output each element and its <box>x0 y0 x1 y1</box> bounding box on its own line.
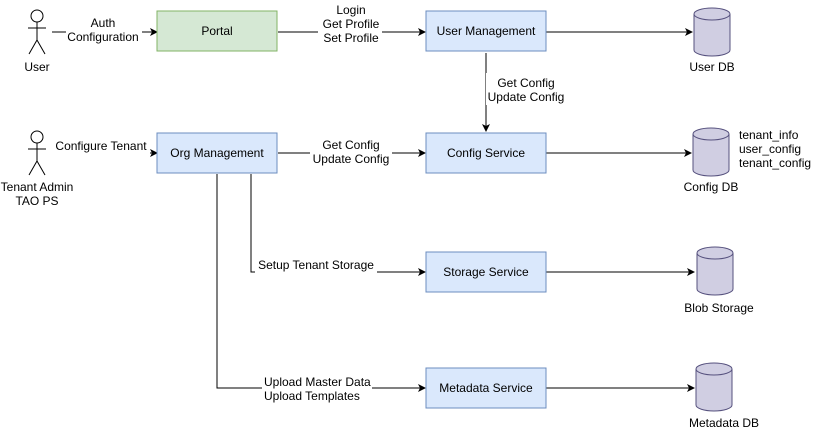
portal-node: Portal <box>156 10 278 52</box>
config-db-node: Config DB tenant_info user_config tenant… <box>684 127 811 194</box>
metadata-db-label: Metadata DB <box>689 416 759 430</box>
user-management-node: User Management <box>425 10 547 52</box>
storage-service-label: Storage Service <box>443 265 529 279</box>
edge-label-org-metadata-0: Upload Master Data <box>264 375 371 389</box>
config-db-table-user-config: user_config <box>739 142 801 156</box>
portal-label: Portal <box>201 24 232 38</box>
config-service-label: Config Service <box>447 146 525 160</box>
edge-label-portal-user-mgmt-0: Login <box>336 3 365 17</box>
database-icon <box>693 7 731 57</box>
user-actor-label: User <box>24 60 49 74</box>
user-management-label: User Management <box>437 24 536 38</box>
edge-label-user-mgmt-config-1: Update Config <box>488 90 565 104</box>
edge-label-user-mgmt-config-0: Get Config <box>497 76 554 90</box>
edge-label-org-metadata-1: Upload Templates <box>264 389 360 403</box>
metadata-service-label: Metadata Service <box>439 381 533 395</box>
config-db-table-tenant-config: tenant_config <box>739 156 811 170</box>
database-icon <box>695 362 733 412</box>
edge-label-portal-user-mgmt-1: Get Profile <box>323 17 380 31</box>
blob-storage-label: Blob Storage <box>684 301 754 315</box>
tenant-admin-actor: Tenant Admin TAO PS <box>1 130 74 208</box>
edge-label-user-portal-1: Configuration <box>67 30 138 44</box>
config-service-node: Config Service <box>425 132 547 174</box>
tenant-admin-label-line1: Tenant Admin <box>1 180 74 194</box>
user-db-label: User DB <box>689 60 734 74</box>
person-icon <box>28 9 46 55</box>
org-management-label: Org Management <box>170 146 264 160</box>
config-db-label: Config DB <box>684 180 739 194</box>
blob-storage-node: Blob Storage <box>684 246 754 315</box>
config-db-table-tenant-info: tenant_info <box>739 128 799 142</box>
person-icon <box>28 130 46 176</box>
edge-org-metadata <box>216 174 426 392</box>
user-actor: User <box>24 9 50 74</box>
edge-label-admin-org: Configure Tenant <box>55 139 147 153</box>
database-icon <box>692 127 730 177</box>
edge-label-org-config-0: Get Config <box>322 138 379 152</box>
edge-label-user-portal-0: Auth <box>91 16 116 30</box>
org-management-node: Org Management <box>156 132 278 174</box>
metadata-db-node: Metadata DB <box>689 362 759 430</box>
edge-label-portal-user-mgmt-2: Set Profile <box>323 31 379 45</box>
database-icon <box>696 246 734 296</box>
metadata-service-node: Metadata Service <box>425 367 547 409</box>
user-db-node: User DB <box>689 7 735 74</box>
edge-label-org-config-1: Update Config <box>313 152 390 166</box>
edge-label-org-storage: Setup Tenant Storage <box>258 258 374 272</box>
tenant-admin-label-line2: TAO PS <box>15 194 58 208</box>
storage-service-node: Storage Service <box>425 251 547 293</box>
